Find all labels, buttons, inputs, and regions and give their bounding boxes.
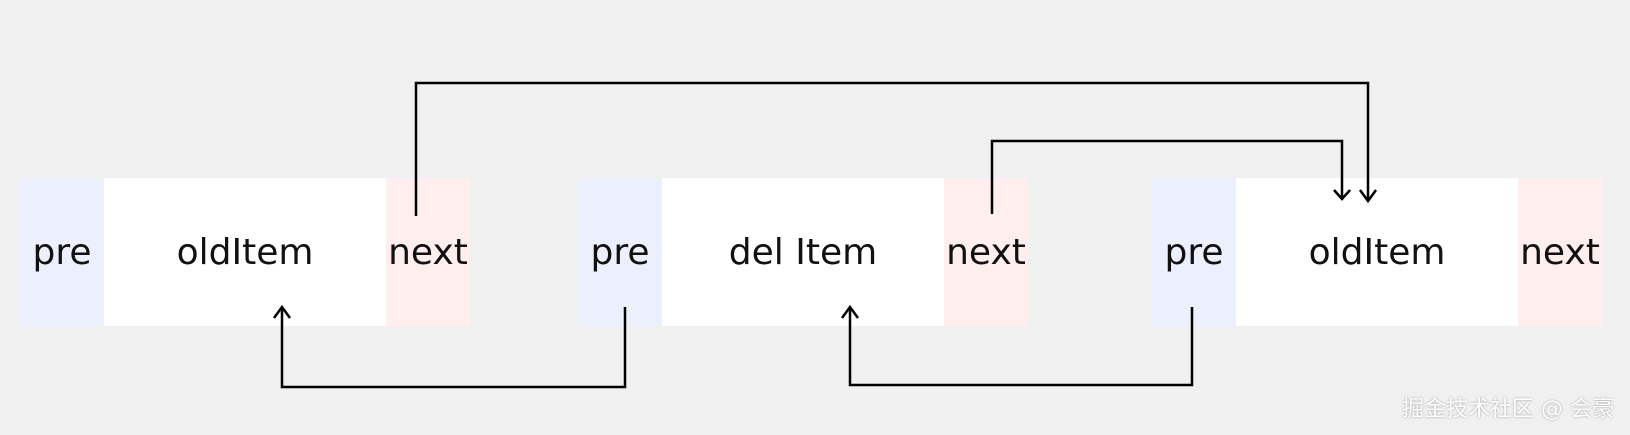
node-3-next-cell: next [1518,178,1602,326]
node-2-pre-cell: pre [578,178,662,326]
node-3-pre-cell: pre [1152,178,1236,326]
node-2-item-cell: del Item [662,178,944,326]
node-1-item-cell: oldItem [104,178,386,326]
list-node-old-item-2: pre oldItem next [1152,178,1602,326]
node-1-pre-cell: pre [20,178,104,326]
list-node-old-item-1: pre oldItem next [20,178,470,326]
node-1-next-cell: next [386,178,470,326]
node-3-item-cell: oldItem [1236,178,1518,326]
list-node-del-item: pre del Item next [578,178,1028,326]
watermark-text: 掘金技术社区 @ 会豪 [1402,397,1614,422]
node-2-next-cell: next [944,178,1028,326]
